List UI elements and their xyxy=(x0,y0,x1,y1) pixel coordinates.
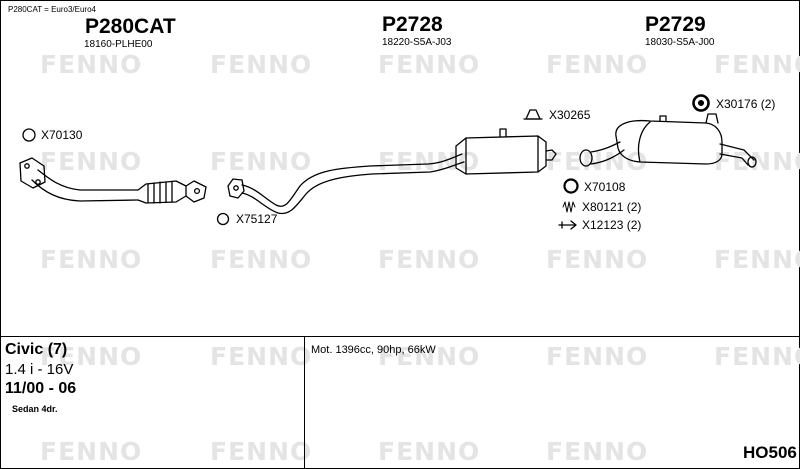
centre-pipe-silencer xyxy=(227,128,557,215)
exhaust-diagram xyxy=(19,94,757,230)
part-number-centre: P2728 xyxy=(382,13,443,36)
label-x30265: X30265 xyxy=(549,108,591,122)
header-note: P280CAT = Euro3/Euro4 xyxy=(8,5,96,14)
label-x70130: X70130 xyxy=(41,128,83,142)
gasket-icon-x75127 xyxy=(216,212,230,226)
spring-icon-x80121 xyxy=(562,201,576,213)
engine-specs: Mot. 1396cc, 90hp, 66kW xyxy=(311,344,436,356)
label-x80121: X80121 (2) xyxy=(582,200,642,214)
vehicle-body: Sedan 4dr. xyxy=(12,404,58,414)
vehicle-model: Civic (7) xyxy=(5,341,68,358)
info-panel-divider xyxy=(0,336,800,337)
label-x30176: X30176 (2) xyxy=(716,97,776,111)
oem-number-rear: 18030-S5A-J00 xyxy=(645,37,715,48)
rear-silencer xyxy=(579,113,757,168)
info-panel-separator xyxy=(304,336,305,469)
diagram-code: HO506 xyxy=(743,443,797,462)
label-x75127: X75127 xyxy=(236,212,278,226)
rubber-hanger-icon-x30176 xyxy=(692,94,710,112)
label-x12123: X12123 (2) xyxy=(582,218,642,232)
gasket-icon-x70130 xyxy=(22,128,36,142)
label-x70108: X70108 xyxy=(584,180,626,194)
part-number-catalyst: P280CAT xyxy=(85,15,176,38)
oem-number-centre: 18220-S5A-J03 xyxy=(382,37,452,48)
part-number-rear: P2729 xyxy=(645,13,706,36)
front-pipe-catalyst xyxy=(19,157,207,204)
clamp-icon-x30265 xyxy=(523,109,543,120)
vehicle-engine: 1.4 i - 16V xyxy=(5,361,74,378)
bolt-icon-x12123 xyxy=(558,220,577,230)
oem-number-catalyst: 18160-PLHE00 xyxy=(84,39,153,50)
ring-icon-x70108 xyxy=(563,178,579,194)
vehicle-years: 11/00 - 06 xyxy=(5,380,77,397)
